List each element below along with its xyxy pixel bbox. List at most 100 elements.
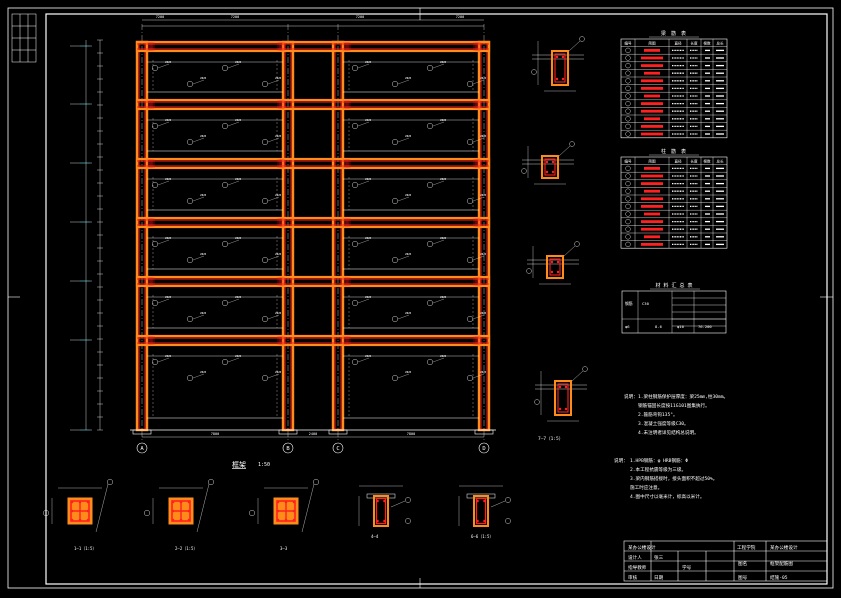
- rebar-callout: [427, 181, 434, 188]
- rebar-dot: [292, 509, 296, 513]
- rebar-dot: [545, 160, 549, 164]
- rebar-dot: [555, 55, 559, 59]
- table-title: 梁 筋 表: [661, 30, 687, 37]
- rebar-text: 2Φ20: [165, 177, 172, 181]
- section-label: 6—6（1:5）: [471, 534, 493, 539]
- table-index-bubble: [625, 116, 631, 122]
- rebar-text: 2Φ20: [275, 134, 282, 138]
- tb-school: 工程学院: [737, 544, 756, 551]
- rebar-dot: [376, 519, 379, 523]
- rebar-callout: [221, 240, 228, 247]
- leader-line: [192, 255, 205, 261]
- rebar-callout: [467, 197, 474, 204]
- rebar-text: 2Φ20: [480, 193, 487, 197]
- rebar-text: 2Φ20: [480, 370, 487, 374]
- table-index-bubble: [625, 165, 631, 172]
- leader-line: [157, 357, 170, 363]
- section-callout: [106, 479, 113, 486]
- rebar-callout: [151, 359, 158, 366]
- table-index-bubble: [625, 123, 631, 130]
- section-leader: [390, 500, 406, 508]
- beam: [135, 40, 491, 53]
- right-details: [521, 36, 588, 422]
- rebar-text: 2Φ20: [365, 354, 372, 358]
- rebar-dot: [292, 500, 296, 504]
- rebar-text: 2Φ20: [365, 295, 372, 299]
- rebar-callout: [352, 122, 359, 129]
- rebar-callout: [392, 197, 399, 204]
- notes2-line: 4.图中尺寸以毫米计，标高以米计。: [630, 493, 704, 500]
- section-callout: [207, 479, 214, 486]
- rebar-text: 2Φ20: [365, 177, 372, 181]
- dim-text-bottom: 2400: [309, 432, 317, 436]
- footing: [328, 429, 348, 435]
- table-index-bubble: [625, 78, 631, 84]
- material-cell: 76.200: [698, 324, 712, 329]
- leader-line: [432, 357, 445, 363]
- rebar-callout: [221, 359, 228, 366]
- rebar-text: 2Φ20: [235, 177, 242, 181]
- section-callout: [405, 518, 411, 524]
- elevation-scale: 1:50: [258, 462, 270, 468]
- table-index-bubble: [625, 70, 631, 76]
- notes1-line: 3.混凝土强度等级C30。: [638, 420, 689, 427]
- detail-callout: [574, 241, 580, 247]
- rebar-dot: [476, 499, 479, 503]
- rebar-text: 2Φ20: [440, 295, 447, 299]
- table-rebar-sketch: [641, 132, 663, 136]
- notes2-line: 1.HPB钢筋：φ HRB钢筋：Φ: [630, 457, 688, 464]
- rebar-dot: [376, 499, 379, 503]
- tb-label: 设计人: [628, 554, 642, 561]
- axis-label: B: [286, 446, 290, 452]
- rebar-text: 2Φ20: [200, 193, 207, 197]
- rebar-dot: [383, 499, 386, 503]
- tb-label: 审核: [628, 574, 638, 581]
- footing: [278, 429, 298, 435]
- table-index-bubble: [625, 173, 631, 179]
- leader-line: [472, 373, 485, 379]
- leader-line: [157, 239, 170, 245]
- rebar-callout: [262, 138, 269, 145]
- detail-beam: [551, 50, 569, 86]
- table-rebar-sketch: [641, 56, 663, 60]
- tb-sheet-no: 结施-05: [770, 574, 788, 581]
- table-rebar-sketch: [641, 205, 663, 208]
- rebar-dot: [86, 509, 90, 513]
- rebar-text: 2Φ20: [275, 311, 282, 315]
- rebar-dot: [78, 500, 82, 504]
- rebar-text: 2Φ20: [165, 354, 172, 358]
- rebar-text: 2Φ20: [480, 311, 487, 315]
- rebar-callout: [352, 181, 359, 188]
- dim-text-top: 7200: [356, 15, 364, 19]
- section-label: 4—4: [371, 534, 379, 539]
- section-callout: [505, 497, 511, 503]
- rebar-text: 2Φ20: [200, 134, 207, 138]
- rebar-text: 2Φ20: [365, 118, 372, 122]
- table-index-bubble: [625, 47, 631, 54]
- rebar-dot: [551, 170, 555, 174]
- section-leader: [196, 483, 210, 533]
- leader-line: [192, 196, 205, 202]
- notes1-title: 说明：: [624, 393, 638, 400]
- rebar-callout: [352, 64, 359, 71]
- rebar-dot: [187, 500, 191, 504]
- detail-beam: [546, 255, 564, 279]
- axis-bubble: [136, 442, 148, 454]
- rebar-dot: [276, 518, 280, 522]
- rebar-text: 2Φ20: [235, 295, 242, 299]
- table-frame: [620, 38, 728, 139]
- tb-project-2: 某办公楼设计: [770, 544, 798, 551]
- leader-line: [397, 196, 410, 202]
- rebar-callout: [467, 257, 474, 264]
- leader-line: [357, 357, 370, 363]
- table-index-bubble: [625, 93, 631, 99]
- stirrup: [475, 497, 487, 525]
- rebar-dot: [171, 500, 175, 504]
- notes1-line: 2.箍筋弯钩135°。: [638, 411, 678, 418]
- rebar-dot: [70, 500, 74, 504]
- rebar-text: 2Φ20: [235, 118, 242, 122]
- binding-strip: [11, 13, 37, 63]
- leader-line: [432, 239, 445, 245]
